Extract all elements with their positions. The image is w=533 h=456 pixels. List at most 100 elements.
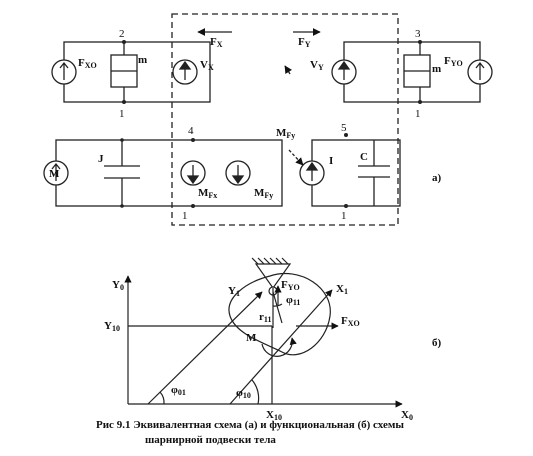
mfy-link-arrow (288, 149, 304, 166)
svg-text:FY: FY (298, 36, 311, 49)
label-fxo-b: F (341, 315, 348, 327)
label-mfy: M (254, 187, 265, 199)
svg-text:X10: X10 (266, 409, 282, 422)
hatch (251, 257, 289, 265)
svg-text:MFx: MFx (198, 187, 217, 200)
right-bottom-circuit-frame (311, 139, 401, 207)
label-fy-sub: Y (305, 40, 311, 49)
node-1-label-b: 1 (415, 108, 421, 120)
arc-phi01 (159, 391, 165, 405)
label-vx-sub: X (208, 63, 214, 72)
label-fyo-b: F (281, 279, 288, 291)
svg-text:VX: VX (200, 59, 214, 72)
label-mfx: M (198, 187, 209, 199)
pivot-triangle (254, 263, 292, 290)
node-1-label-a: 1 (119, 108, 125, 120)
label-y1-sub: 1 (236, 289, 240, 298)
label-phi10: φ (236, 387, 243, 399)
svg-text:Y0: Y0 (112, 279, 124, 292)
label-m-source: M (49, 168, 60, 180)
subfig-label-a: а) (432, 172, 442, 184)
label-i: I (329, 155, 333, 167)
label-vx: V (200, 59, 208, 71)
part-a-labels: 2 1 3 1 4 1 5 1 FX FY FXO m VX VY m FYO … (49, 28, 463, 222)
label-mfy-sub: Fy (264, 191, 273, 200)
node-1-label-d: 1 (341, 210, 347, 222)
label-y10: Y (104, 320, 112, 332)
label-phi01: φ (171, 384, 178, 396)
label-y10-sub: 10 (112, 324, 120, 333)
node-4-label: 4 (188, 125, 194, 137)
label-j: J (98, 153, 104, 165)
label-phi11: φ (286, 294, 293, 306)
arc-phi10 (251, 379, 260, 405)
arc-phi11 (272, 303, 283, 307)
functional-diagram (124, 257, 403, 408)
label-r11-sub: 11 (264, 315, 272, 324)
svg-text:MFy: MFy (276, 127, 295, 140)
label-y0-sub: 0 (120, 283, 124, 292)
part-b-labels: Y0 Y10 X0 X10 X1 Y1 FYO FXO φ11 r11 M φ0… (104, 279, 442, 422)
label-m-b: M (246, 332, 257, 344)
label-phi10-sub: 10 (243, 391, 251, 400)
svg-text:φ11: φ11 (286, 294, 300, 307)
node-5-label: 5 (341, 122, 347, 134)
svg-text:FX: FX (210, 36, 223, 49)
label-x0-sub: 0 (409, 413, 413, 422)
caption-line-2: шарнирной подвески тела (145, 434, 276, 446)
svg-text:FYO: FYO (281, 279, 300, 292)
label-vy: V (310, 59, 318, 71)
svg-text:X0: X0 (401, 409, 413, 422)
label-fxo-sub: XO (85, 61, 97, 70)
body-outline (228, 272, 331, 356)
label-fyo-b-sub: YO (288, 283, 300, 292)
svg-text:MFy: MFy (254, 187, 273, 200)
label-c: C (360, 151, 368, 163)
label-x1-sub: 1 (344, 287, 348, 296)
node-2-label: 2 (119, 28, 125, 40)
radius-r11 (272, 291, 283, 324)
subfig-label-b: б) (432, 337, 442, 349)
label-fyo-sub: YO (451, 59, 463, 68)
label-fy: F (298, 36, 305, 48)
node-3-label: 3 (415, 28, 421, 40)
svg-text:φ10: φ10 (236, 387, 251, 400)
label-fx: F (210, 36, 217, 48)
label-x10: X (266, 409, 274, 421)
label-mfx-sub: Fx (208, 191, 217, 200)
label-m-left: m (138, 54, 147, 66)
label-y0: Y (112, 279, 120, 291)
label-fyo: F (444, 55, 451, 67)
svg-text:r11: r11 (259, 311, 271, 324)
label-fxo: F (78, 57, 85, 69)
label-x10-sub: 10 (274, 413, 282, 422)
small-arrow (284, 65, 293, 75)
node-1-label-c: 1 (182, 210, 188, 222)
label-m-right: m (432, 63, 441, 75)
caption-line-1: Рис 9.1 Эквивалентная схема (а) и функци… (96, 419, 404, 431)
label-r11: r (259, 311, 264, 323)
svg-text:FYO: FYO (444, 55, 463, 68)
label-mfy-top: M (276, 127, 287, 139)
label-x1: X (336, 283, 344, 295)
label-phi11-sub: 11 (293, 298, 301, 307)
node-dots (120, 40, 422, 208)
label-vy-sub: Y (318, 63, 324, 72)
svg-text:FXO: FXO (78, 57, 97, 70)
label-fx-sub: X (217, 40, 223, 49)
svg-text:FXO: FXO (341, 315, 360, 328)
svg-text:VY: VY (310, 59, 324, 72)
label-fxo-b-sub: XO (348, 319, 360, 328)
dashed-boundary (171, 13, 399, 226)
equivalent-circuit (43, 13, 493, 226)
axis-x1 (229, 289, 333, 405)
moment-arc (261, 337, 297, 357)
label-phi01-sub: 01 (178, 388, 186, 397)
axis-y1 (147, 291, 263, 405)
svg-text:Y1: Y1 (228, 285, 240, 298)
label-y1: Y (228, 285, 236, 297)
label-mfy-top-sub: Fy (286, 131, 295, 140)
svg-text:φ01: φ01 (171, 384, 186, 397)
svg-text:Y10: Y10 (104, 320, 120, 333)
